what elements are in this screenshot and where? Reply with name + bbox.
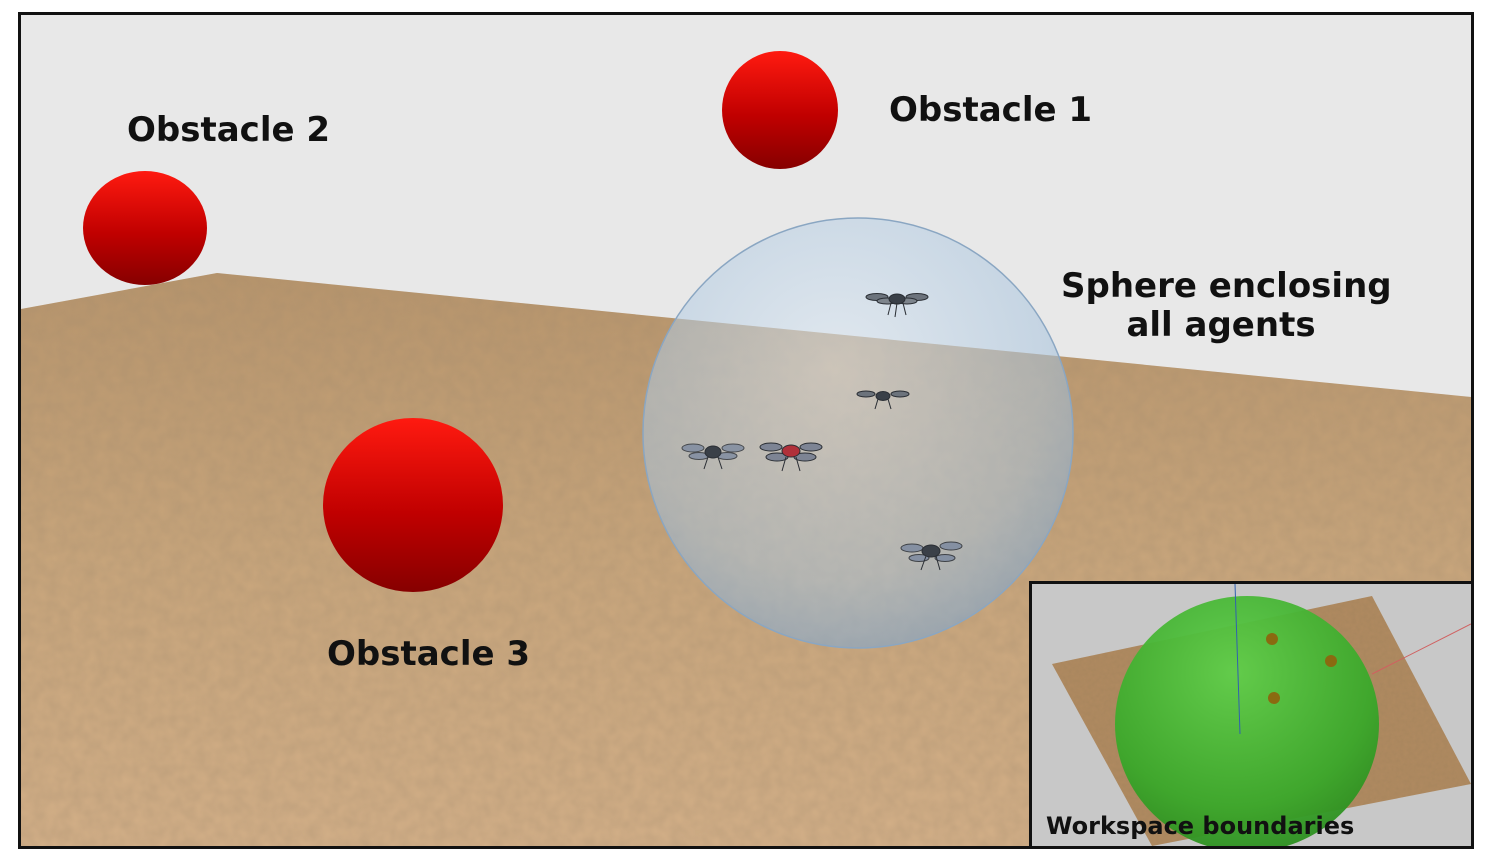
agent-drone bbox=[865, 293, 929, 318]
obstacle-2-label: Obstacle 2 bbox=[127, 110, 331, 150]
inset-obstacle-marker bbox=[1268, 692, 1280, 704]
inset-axis-x bbox=[1371, 623, 1471, 675]
agent-drone bbox=[681, 443, 745, 470]
enclosing-sphere-label: Sphere enclosing all agents bbox=[1061, 266, 1392, 346]
agent-drone bbox=[856, 390, 910, 410]
inset-obstacle-marker bbox=[1325, 655, 1337, 667]
enclosing-sphere-label-line-1: Sphere enclosing bbox=[1061, 266, 1392, 306]
obstacle-1-sphere bbox=[722, 51, 838, 169]
inset-scene bbox=[1032, 584, 1471, 846]
enclosing-sphere-label-line-2: all agents bbox=[1126, 305, 1316, 346]
obstacle-1-label: Obstacle 1 bbox=[889, 90, 1093, 130]
enclosing-sphere bbox=[642, 217, 1074, 649]
inset-obstacle-marker bbox=[1266, 633, 1278, 645]
obstacle-3-sphere bbox=[323, 418, 503, 592]
workspace-inset: Workspace boundaries bbox=[1029, 581, 1471, 846]
agent-drone bbox=[900, 541, 963, 571]
simulation-viewport: Obstacle 1 Obstacle 2 Obstacle 3 Sphere … bbox=[18, 12, 1474, 849]
obstacle-3-label: Obstacle 3 bbox=[327, 634, 531, 674]
inset-axis-z bbox=[1234, 584, 1241, 735]
workspace-boundaries-label: Workspace boundaries bbox=[1046, 812, 1355, 840]
workspace-sphere bbox=[1115, 596, 1379, 846]
obstacle-2-sphere bbox=[83, 171, 207, 285]
agent-drone-leader bbox=[759, 442, 823, 472]
